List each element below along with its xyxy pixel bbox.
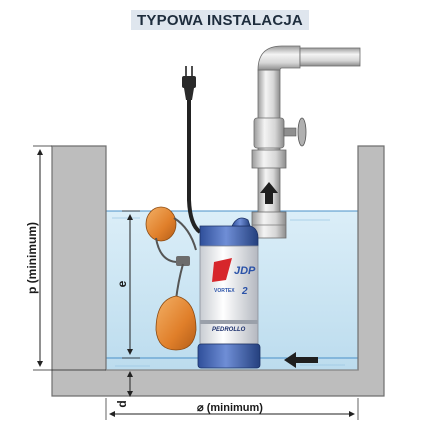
pump-maker-label: PEDROLLO: [212, 327, 246, 333]
dimension-width: [105, 398, 359, 420]
dimension-label-e: e: [115, 280, 129, 287]
dimension-p: [33, 145, 106, 371]
diagram-title: TYPOWA INSTALACJA: [131, 10, 309, 30]
dimension-label-width: ⌀ (minimum): [197, 402, 263, 414]
power-cable: [187, 98, 202, 234]
float-switch-lower: [155, 263, 197, 351]
dimension-label-p: p (minimum): [25, 222, 39, 294]
dimension-label-d: d: [115, 400, 129, 407]
pump-model-label: VORTEX: [214, 288, 235, 294]
inlet-arrow-icon: [284, 352, 318, 368]
title-container: TYPOWA INSTALACJA: [0, 10, 440, 30]
discharge-pipe: [251, 45, 361, 239]
pump-model-number: 2: [241, 286, 248, 297]
dimension-e: [122, 210, 140, 359]
valve-icon: [253, 117, 307, 149]
pump: JDP VORTEX 2 PEDROLLO: [197, 217, 261, 369]
sump-concrete: [51, 145, 385, 397]
float-switch-icon: [145, 206, 197, 266]
pump-brand-logo: JDP: [234, 265, 256, 277]
plug-icon: [182, 66, 196, 100]
flow-arrow-icon: [260, 182, 278, 204]
water-ripples: [112, 217, 345, 367]
